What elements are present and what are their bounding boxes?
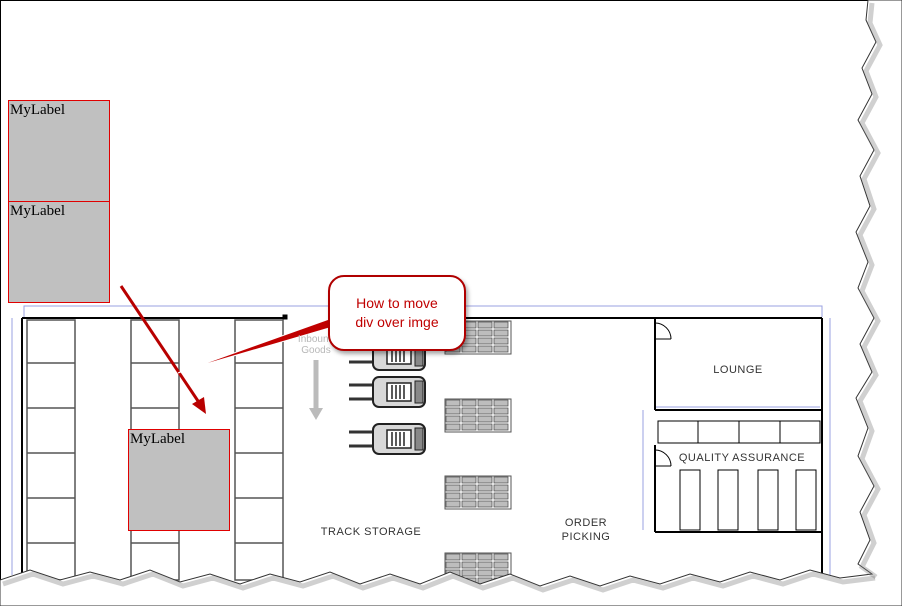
my-label-box[interactable]: MyLabel xyxy=(8,100,110,202)
inbound-goods-label: Inbound Goods xyxy=(294,334,338,356)
track-storage-label: TRACK STORAGE xyxy=(320,526,422,538)
annotation-callout: How to move div over imge xyxy=(328,275,466,351)
inbound-arrow xyxy=(309,360,323,420)
order-picking-label: ORDER PICKING xyxy=(556,516,616,544)
forklift xyxy=(349,376,426,408)
inbound-line2: Goods xyxy=(301,345,331,356)
inbound-line1: Inbound xyxy=(297,334,335,345)
pallet-group xyxy=(444,398,512,433)
annotation-arrows xyxy=(119,285,337,414)
forklifts xyxy=(349,339,426,455)
my-label-box[interactable]: MyLabel xyxy=(128,429,230,531)
forklift xyxy=(349,423,426,455)
pallet-stacks xyxy=(444,320,512,587)
order-line1: ORDER xyxy=(564,517,608,529)
pallet-group xyxy=(444,475,512,510)
lounge-label: LOUNGE xyxy=(713,364,763,376)
office-rooms xyxy=(654,318,822,533)
order-line2: PICKING xyxy=(561,531,611,543)
callout-line2: div over imge xyxy=(355,314,439,330)
quality-assurance-label: QUALITY ASSURANCE xyxy=(678,452,806,464)
callout-line1: How to move xyxy=(356,295,438,311)
building-walls xyxy=(21,314,823,580)
my-label-box[interactable]: MyLabel xyxy=(8,201,110,303)
